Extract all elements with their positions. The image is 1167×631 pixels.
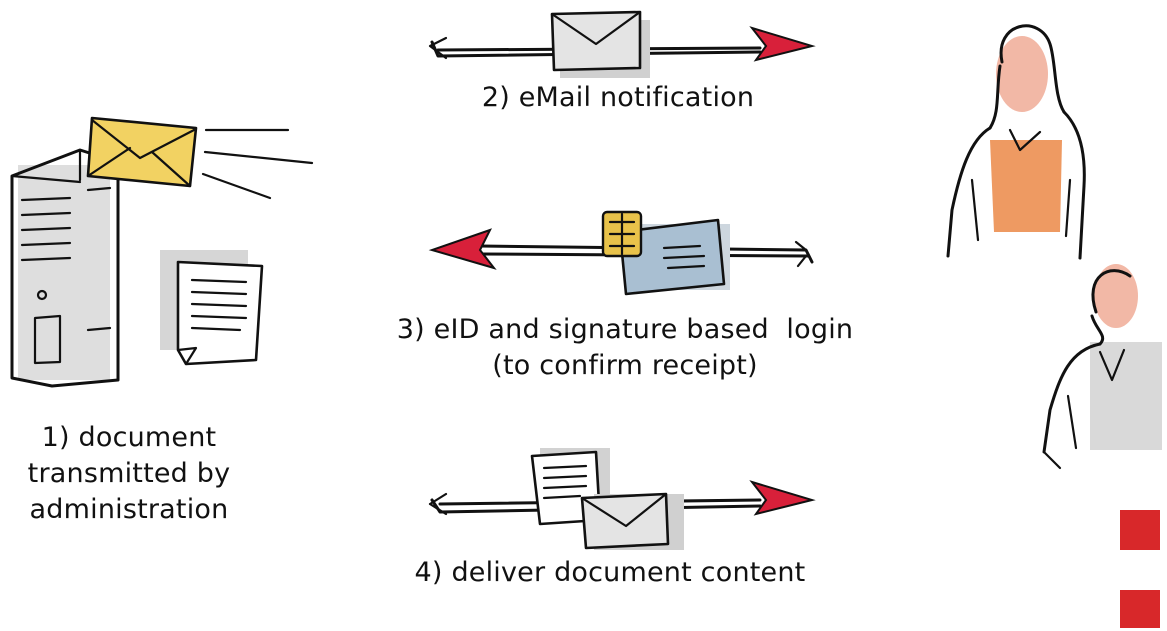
step-3-line-2: (to confirm receipt): [492, 350, 758, 381]
person-icon: [1042, 264, 1162, 470]
document-icon: [160, 250, 264, 366]
step-1-line-1: 1) document: [41, 422, 217, 453]
step-4-line-1: 4) deliver document content: [414, 557, 806, 588]
step-2-label: 2) eMail notification: [418, 80, 818, 116]
person-icon: [946, 24, 1086, 260]
server-icon: [10, 148, 120, 388]
accent-square: [1120, 510, 1160, 550]
id-card-icon: [601, 210, 730, 296]
motion-lines: [201, 128, 314, 200]
step-1-label: 1) document transmitted by administratio…: [0, 420, 258, 528]
step-2-line-1: 2) eMail notification: [481, 82, 755, 113]
mail-icon: [550, 10, 650, 78]
mail-icon: [86, 116, 198, 188]
step-3-label: 3) eID and signature based login (to con…: [345, 312, 905, 384]
step-1-line-3: administration: [29, 494, 229, 525]
step-1-line-2: transmitted by: [27, 458, 231, 489]
step-4-label: 4) deliver document content: [370, 555, 850, 591]
step-3-line-1: 3) eID and signature based login: [396, 314, 854, 345]
mail-icon: [580, 492, 684, 550]
accent-square: [1120, 590, 1160, 628]
